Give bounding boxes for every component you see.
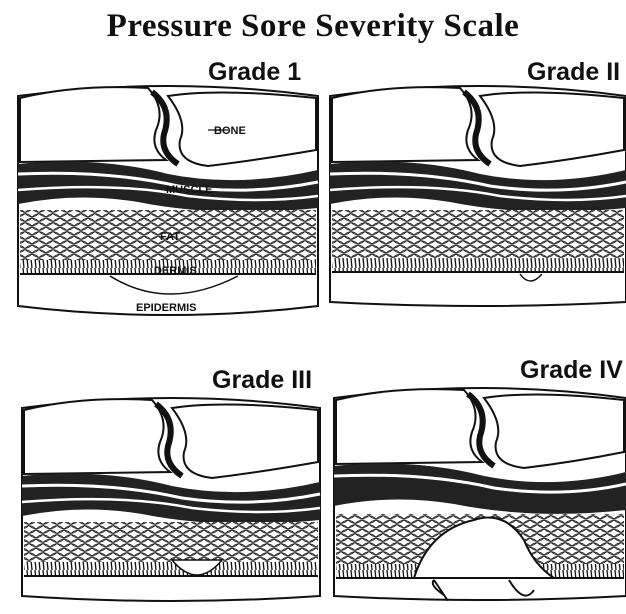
dermis-label: DERMIS bbox=[154, 265, 197, 277]
epidermis-label: EPIDERMIS bbox=[136, 302, 197, 314]
fat-label: FAT bbox=[160, 231, 180, 243]
panel-grade-2 bbox=[330, 86, 626, 306]
panel-grade-1 bbox=[18, 86, 318, 315]
panel-grade-3 bbox=[22, 398, 320, 601]
panel-grade-4 bbox=[334, 388, 626, 600]
bone-label: BONE bbox=[214, 125, 246, 137]
bone-shape bbox=[20, 87, 166, 162]
muscle-label: MUSCLE bbox=[166, 184, 212, 196]
